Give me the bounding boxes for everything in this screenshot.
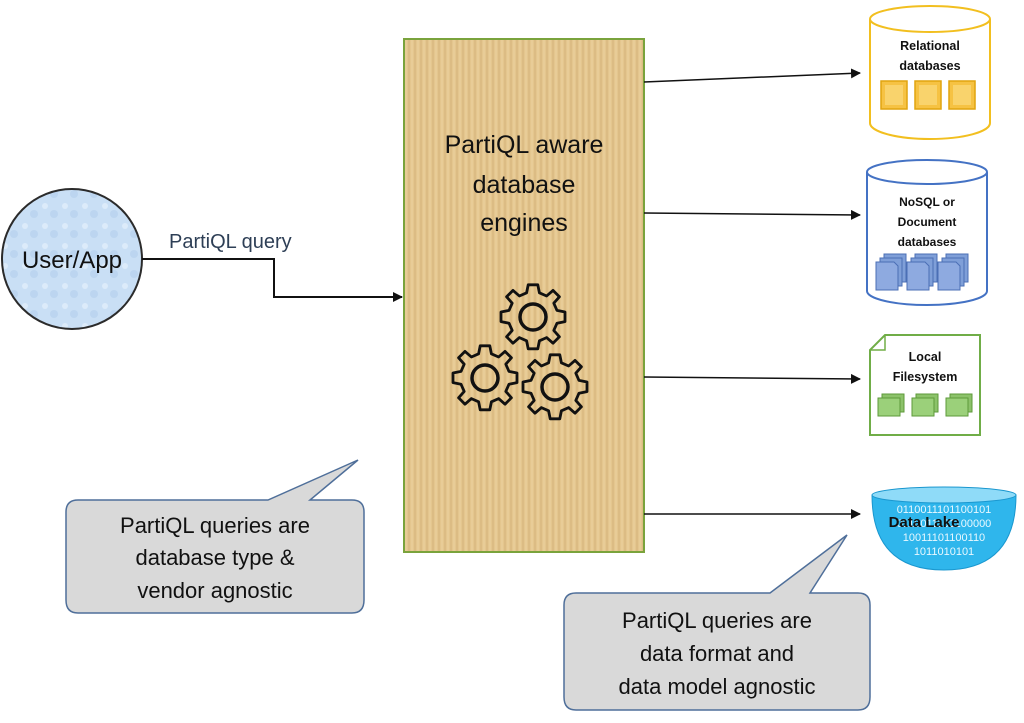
filesystem-node: Local Filesystem	[869, 334, 981, 436]
datalake-binary-line-2: 0110011101100000	[897, 518, 992, 530]
engine-title-line-1: PartiQL aware	[445, 131, 604, 159]
table-block-icon	[948, 80, 976, 110]
gear-icon	[451, 344, 519, 412]
callout-right: PartiQL queries are data format and data…	[563, 534, 871, 711]
arrow-to-nosql	[643, 209, 861, 220]
datalake-node: 0110011101100101 0110011101100000 100111…	[871, 486, 1017, 571]
filesystem-label-line-1: Local	[909, 350, 942, 364]
gear-icon	[499, 283, 567, 351]
callout-left: PartiQL queries are database type & vend…	[65, 459, 365, 614]
nosql-label-line-1: NoSQL or	[899, 195, 955, 209]
engine-title-line-3: engines	[480, 209, 568, 237]
nosql-database-node: NoSQL or Document databases	[866, 159, 988, 306]
datalake-binary-line-3: 10011101100110	[903, 532, 985, 544]
relational-label-line-2: databases	[899, 59, 960, 73]
file-stack-icon	[877, 393, 905, 417]
datalake-label: Data Lake	[889, 514, 960, 531]
user-app-label: User/App	[22, 247, 122, 274]
datalake-binary-line-4: 1011010101	[914, 546, 974, 558]
callout-left-line-3: vendor agnostic	[137, 578, 292, 603]
document-stack-icon	[937, 253, 969, 291]
file-stack-icon	[911, 393, 939, 417]
engine-title-line-2: database	[473, 171, 576, 199]
arrow-to-filesystem	[643, 373, 861, 384]
output-arrows	[643, 68, 861, 519]
table-block-icon	[914, 80, 942, 110]
callout-left-line-2: database type &	[135, 545, 294, 570]
table-block-icon	[880, 80, 908, 110]
filesystem-label-line-2: Filesystem	[893, 370, 958, 384]
callout-right-line-2: data format and	[640, 641, 794, 666]
callout-left-line-1: PartiQL queries are	[120, 513, 310, 538]
document-stack-icon	[875, 253, 907, 291]
user-app-node: User/App	[1, 188, 143, 330]
query-connector: PartiQL query	[142, 231, 403, 302]
engine-box: PartiQL aware database engines	[403, 38, 645, 553]
query-label: PartiQL query	[169, 231, 292, 253]
gear-icon	[521, 353, 589, 421]
callout-right-line-3: data model agnostic	[619, 674, 816, 699]
callout-right-line-1: PartiQL queries are	[622, 608, 812, 633]
relational-label-line-1: Relational	[900, 39, 960, 53]
document-stack-icon	[906, 253, 938, 291]
nosql-label-line-2: Document	[898, 215, 957, 229]
arrow-to-relational	[643, 68, 861, 83]
nosql-label-line-3: databases	[898, 235, 957, 249]
datalake-binary-line-1: 0110011101100101	[897, 504, 992, 516]
relational-database-node: Relational databases	[869, 5, 991, 140]
file-stack-icon	[945, 393, 973, 417]
